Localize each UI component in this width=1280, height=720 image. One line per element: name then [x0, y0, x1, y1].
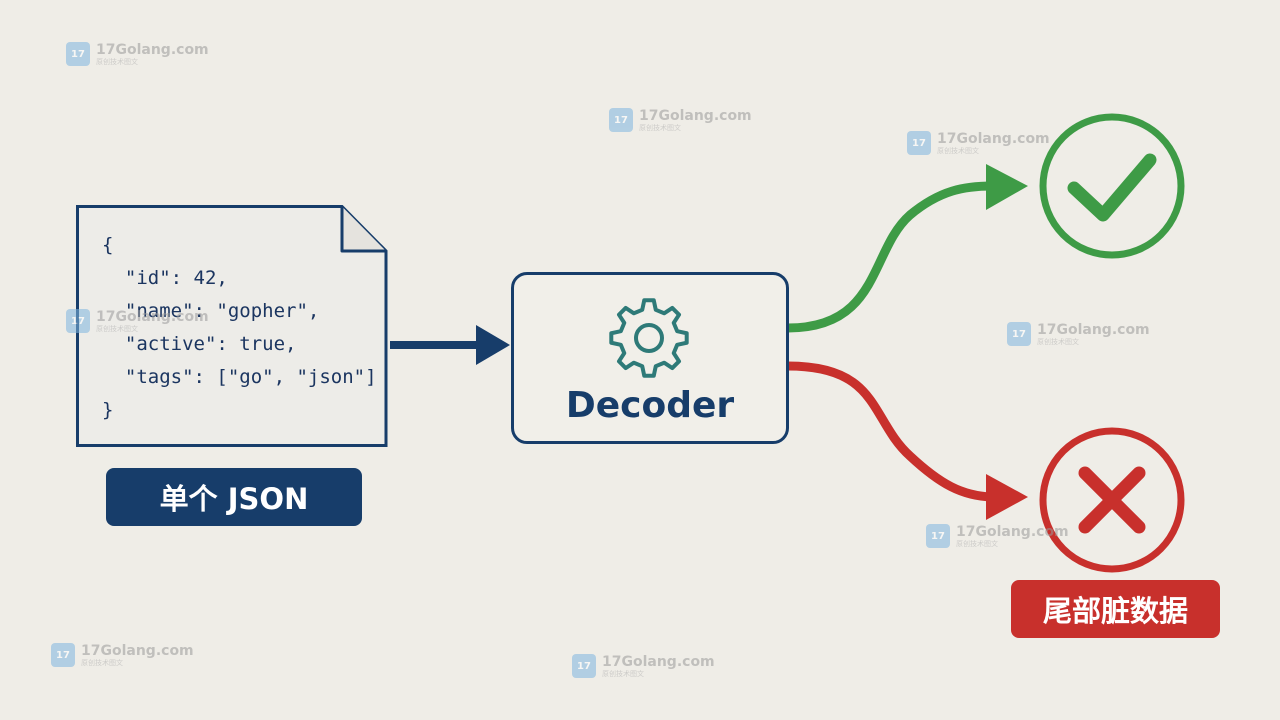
watermark-subtitle: 原创技术图文	[1037, 337, 1079, 346]
watermark-logo-icon: 17	[66, 42, 90, 66]
watermark-subtitle: 原创技术图文	[602, 669, 644, 678]
watermark-logo-icon: 17	[66, 309, 90, 333]
json-document: { "id": 42, "name": "gopher", "active": …	[76, 205, 388, 447]
failure-arrow	[783, 361, 997, 502]
failure-arrowhead	[986, 474, 1028, 520]
watermark-site: 17Golang.com	[81, 642, 194, 659]
watermark-logo-icon: 17	[609, 108, 633, 132]
check-circle-icon	[1039, 113, 1185, 259]
trailing-dirty-data-label: 尾部脏数据	[1011, 580, 1220, 638]
watermark-logo-icon: 17	[907, 131, 931, 155]
watermark-subtitle: 原创技术图文	[81, 658, 123, 667]
json-line: "tags": ["go", "json"]	[102, 366, 377, 388]
watermark-site: 17Golang.com	[956, 523, 1069, 540]
json-line: {	[102, 234, 114, 256]
watermark-subtitle: 原创技术图文	[96, 324, 138, 333]
json-line: "active": true,	[102, 333, 297, 355]
success-arrow	[783, 181, 997, 333]
json-code: { "id": 42, "name": "gopher", "active": …	[102, 229, 377, 427]
document-outline	[76, 205, 388, 447]
input-arrowhead	[476, 325, 510, 365]
json-line: }	[102, 399, 114, 421]
json-line: "id": 42,	[102, 267, 228, 289]
watermark-site: 17Golang.com	[937, 130, 1050, 147]
watermark-site: 17Golang.com	[1037, 321, 1150, 338]
watermark-subtitle: 原创技术图文	[956, 539, 998, 548]
decoder-box: Decoder	[511, 272, 789, 444]
watermark-site: 17Golang.com	[96, 41, 209, 58]
gear-icon	[609, 298, 689, 378]
watermark-logo-icon: 17	[51, 643, 75, 667]
watermark-logo-icon: 17	[1007, 322, 1031, 346]
json-line: "name": "gopher",	[102, 300, 320, 322]
single-json-label: 单个 JSON	[106, 468, 362, 526]
watermark-site: 17Golang.com	[639, 107, 752, 124]
watermark-logo-icon: 17	[926, 524, 950, 548]
watermark-subtitle: 原创技术图文	[96, 57, 138, 66]
watermark-logo-icon: 17	[572, 654, 596, 678]
success-arrowhead	[986, 164, 1028, 210]
x-circle-icon	[1039, 427, 1185, 573]
decoder-label: Decoder	[565, 385, 735, 426]
watermark-site: 17Golang.com	[96, 308, 209, 325]
watermark-site: 17Golang.com	[602, 653, 715, 670]
watermark-subtitle: 原创技术图文	[937, 146, 979, 155]
watermark-subtitle: 原创技术图文	[639, 123, 681, 132]
